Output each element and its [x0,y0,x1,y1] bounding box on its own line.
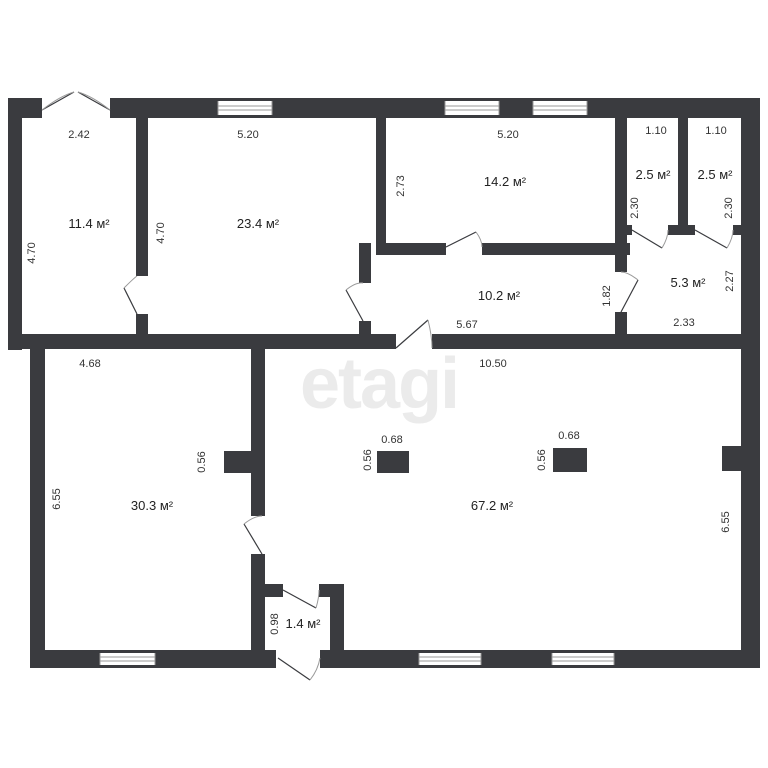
room-9-area: 67.2 м² [471,498,514,513]
room-1-width: 2.42 [68,129,89,141]
room-3-area: 14.2 м² [484,174,527,189]
room-4-height: 2.30 [629,197,641,218]
room-8-height: 6.55 [51,488,63,509]
room-5-height: 2.30 [723,197,735,218]
room-5-area: 2.5 м² [698,167,734,182]
doors [41,91,734,681]
column-2-width: 0.68 [558,430,579,442]
room-3-height: 2.73 [395,175,407,196]
room-4-width: 1.10 [645,125,666,137]
room-6-area: 10.2 м² [478,288,521,303]
watermark: etagi [300,344,458,424]
room-1-area: 11.4 м² [68,216,110,231]
dimension-labels: 2.42 5.20 5.20 1.10 1.10 5.67 2.33 4.68 … [26,125,736,635]
room-8-width: 4.68 [79,358,100,370]
room-7-height: 2.27 [724,270,736,291]
room-8-area: 30.3 м² [131,498,174,513]
room-10-area: 1.4 м² [286,616,322,631]
room-3-width: 5.20 [497,129,518,141]
room-7-width: 2.33 [673,317,694,329]
room-2-width: 5.20 [237,129,258,141]
room-2-height: 4.70 [155,222,167,243]
column-1-depth: 0.56 [362,449,374,470]
pilaster-depth: 0.56 [196,451,208,472]
room-10-height: 0.98 [269,613,281,634]
room-5-width: 1.10 [705,125,726,137]
room-6-width: 5.67 [456,319,477,331]
column-1-width: 0.68 [381,434,402,446]
room-areas: 11.4 м² 23.4 м² 14.2 м² 2.5 м² 2.5 м² 10… [68,167,733,631]
room-4-area: 2.5 м² [636,167,672,182]
room-7-area: 5.3 м² [671,275,707,290]
column-2-depth: 0.56 [536,449,548,470]
windows [99,101,615,665]
room-6-height: 1.82 [601,285,613,306]
room-9-height: 6.55 [720,511,732,532]
room-2-area: 23.4 м² [237,216,280,231]
room-1-height: 4.70 [26,242,38,263]
room-9-width: 10.50 [479,358,507,370]
